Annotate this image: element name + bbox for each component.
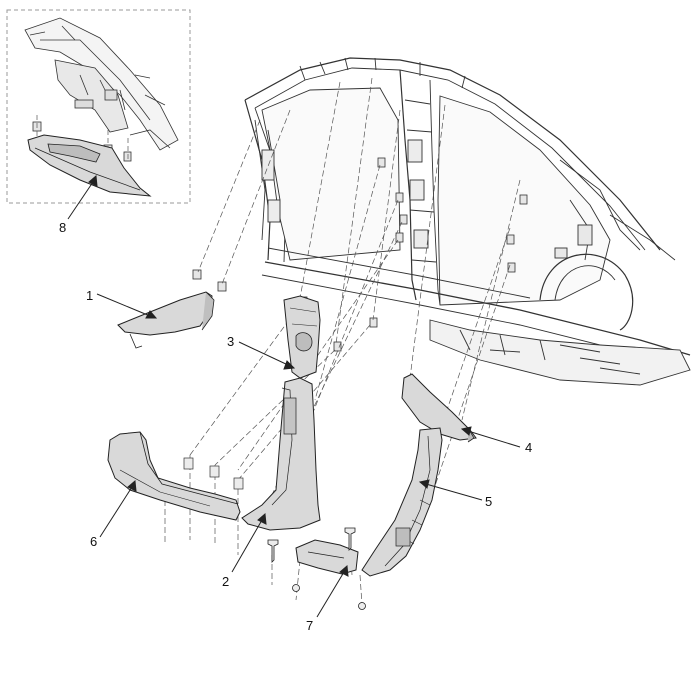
callout-2: 2 (222, 574, 229, 589)
callout-1: 1 (86, 288, 93, 303)
part-7-bracket (295, 539, 359, 575)
inset-detail-box (6, 9, 191, 204)
part-3-trim (283, 295, 321, 379)
inset-guide-lines (36, 115, 129, 160)
part-1-trim (117, 291, 215, 349)
part-2-trim (241, 377, 321, 531)
leader-arrows (67, 174, 521, 618)
body-clips (192, 157, 528, 352)
callout-5: 5 (485, 494, 492, 509)
part-5-trim (361, 427, 443, 577)
callout-3: 3 (227, 334, 234, 349)
callout-8: 8 (59, 220, 66, 235)
part-8-trim (27, 134, 152, 197)
screws (267, 527, 366, 610)
inset-body-structure (24, 17, 179, 151)
callout-7: 7 (306, 618, 313, 633)
callout-4: 4 (525, 440, 532, 455)
part-6-trim (107, 431, 244, 521)
callout-6: 6 (90, 534, 97, 549)
